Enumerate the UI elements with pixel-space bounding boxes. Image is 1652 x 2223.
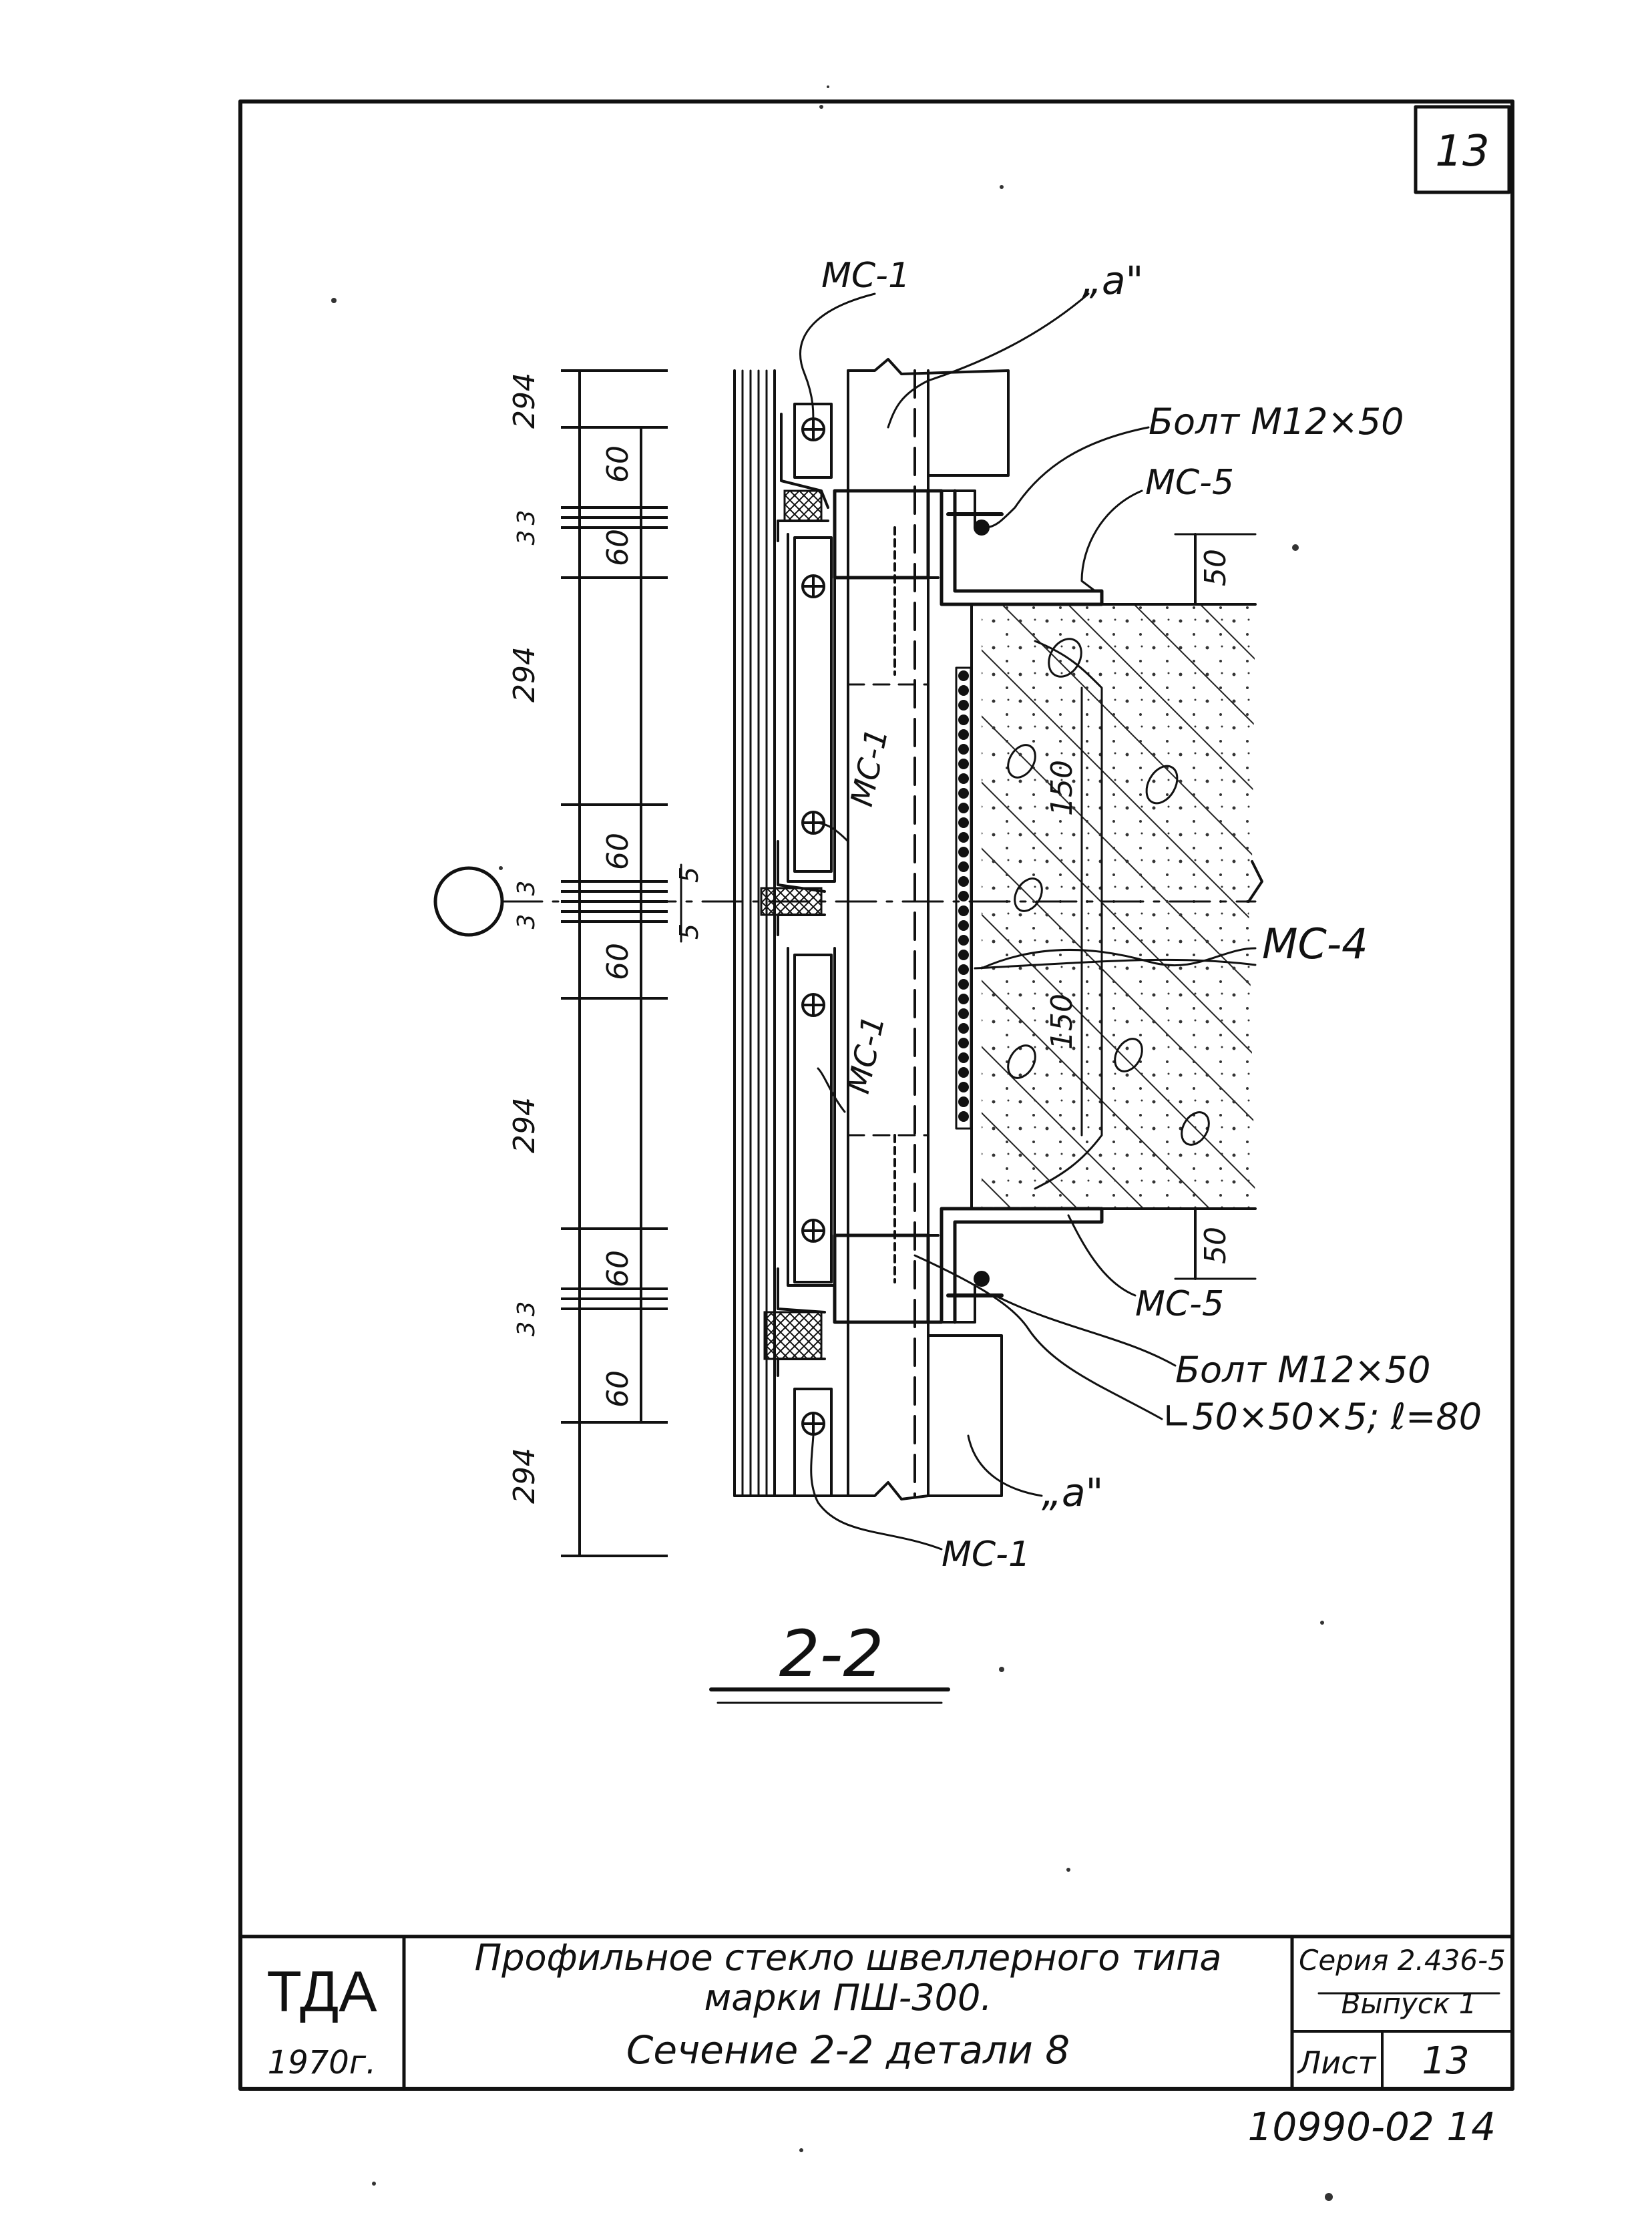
gasket-bead xyxy=(958,773,969,784)
dim-3-5: 3 xyxy=(513,1301,540,1317)
dim-294-1: 294 xyxy=(507,373,542,429)
gasket-bead xyxy=(958,788,969,799)
gasket-bead xyxy=(958,1008,969,1019)
gasket-bead xyxy=(958,817,969,828)
label-ms5-bottom: МС-5 xyxy=(1135,1284,1224,1324)
label-bolt-top: Болт М12×50 xyxy=(1149,401,1404,443)
top-profile-block xyxy=(847,358,1010,477)
title-block: ТДА 1970г. Профильное стекло швеллерного… xyxy=(238,1935,1514,2091)
label-a-bottom: „а" xyxy=(1042,1470,1103,1515)
channel-joints xyxy=(760,413,829,1377)
label-bolt-bottom: Болт М12×50 xyxy=(1175,1349,1430,1391)
dim-294-2: 294 xyxy=(507,646,542,702)
gasket-bead xyxy=(958,905,969,916)
dim-60-5: 60 xyxy=(601,1250,635,1287)
issue: Выпуск 1 xyxy=(1341,1987,1477,2020)
gasket-bead xyxy=(958,950,969,960)
sheet-label: Лист xyxy=(1297,2045,1377,2081)
gasket-bead xyxy=(958,759,969,769)
gasket-bead xyxy=(958,935,969,946)
dim-294-4: 294 xyxy=(507,1448,542,1504)
dim-3-4: 3 xyxy=(513,914,540,930)
gasket-bead xyxy=(958,920,969,931)
gasket-bead xyxy=(958,832,969,843)
dim-3-3: 3 xyxy=(513,881,540,896)
right-dimensions xyxy=(1080,533,1257,1280)
section-title-group: 2-2 xyxy=(709,1617,950,1704)
gasket-bead xyxy=(958,715,969,725)
gasket-bead xyxy=(958,670,969,681)
mc1-plates xyxy=(793,403,833,1497)
gasket-bead xyxy=(958,861,969,872)
drawing-frame xyxy=(238,99,1514,2091)
leader-lines xyxy=(799,292,1257,1551)
dim-60-6: 60 xyxy=(601,1370,635,1408)
label-ms1-upper-mid: МС-1 xyxy=(843,725,895,809)
dim-3-1: 3 xyxy=(513,510,540,526)
gasket-bead xyxy=(958,744,969,755)
gasket-bead xyxy=(958,1023,969,1034)
dim-3-2: 3 xyxy=(513,530,540,546)
scan-specks xyxy=(331,85,1333,2201)
gasket-bead xyxy=(958,994,969,1004)
title-line-3: Сечение 2-2 детали 8 xyxy=(626,2027,1070,2073)
gasket-bead xyxy=(958,979,969,990)
gasket-bead xyxy=(958,729,969,740)
gasket-bead xyxy=(958,891,969,901)
gasket-bead xyxy=(958,685,969,696)
label-a-top: „а" xyxy=(1082,258,1143,303)
left-dimension-chain xyxy=(561,369,682,1557)
gasket-bead xyxy=(958,1052,969,1063)
bolt-blocks xyxy=(833,489,1004,1324)
dim-50-bottom: 50 xyxy=(1199,1227,1233,1264)
dim-60-3: 60 xyxy=(601,833,635,870)
axis-marker xyxy=(433,866,1257,937)
series: Серия 2.436-5 xyxy=(1299,1944,1506,1977)
corner-sheet-number-box: 13 xyxy=(1414,105,1511,194)
year: 1970г. xyxy=(268,2044,377,2081)
gasket-bead xyxy=(958,803,969,813)
gasket-bead xyxy=(958,1111,969,1122)
section-title: 2-2 xyxy=(779,1617,884,1691)
mc1-channel-profiles xyxy=(787,526,930,1287)
label-ms5-top: МС-5 xyxy=(1145,463,1234,503)
gasket-bead xyxy=(958,876,969,887)
gasket-bead xyxy=(958,1067,969,1078)
gasket-bead xyxy=(958,1082,969,1092)
gasket-bead xyxy=(958,1038,969,1048)
dim-3-6: 3 xyxy=(513,1322,540,1337)
dim-60-4: 60 xyxy=(601,943,635,980)
concrete-wall xyxy=(970,603,1263,1210)
dim-5-bottom: 5 xyxy=(674,924,704,940)
mc4-gasket xyxy=(955,666,972,1130)
callout-labels: МС-1 „а" Болт М12×50 МС-5 МС-1 МС-1 МС-4… xyxy=(821,256,1482,1575)
gasket-bead xyxy=(958,964,969,975)
gasket-bead xyxy=(958,1096,969,1107)
gasket-bead xyxy=(958,700,969,711)
label-ms4: МС-4 xyxy=(1262,920,1368,968)
dimension-texts: 294 60 3 3 60 294 60 3 3 60 294 60 3 3 6… xyxy=(507,373,1233,1504)
dim-60-2: 60 xyxy=(601,529,635,566)
dim-150-bottom: 150 xyxy=(1045,994,1079,1050)
archive-code: 10990-02 14 xyxy=(1248,2104,1496,2150)
dim-150-top: 150 xyxy=(1045,760,1079,816)
dim-60-1: 60 xyxy=(601,445,635,483)
org-name: ТДА xyxy=(266,1960,377,2024)
gasket-bead xyxy=(958,847,969,857)
label-ms1-top: МС-1 xyxy=(821,256,910,296)
dim-294-3: 294 xyxy=(507,1097,542,1153)
title-line-1: Профильное стекло швеллерного типа xyxy=(475,1937,1222,1979)
sheet-number: 13 xyxy=(1422,2039,1469,2083)
label-angle: ∟50×50×5; ℓ=80 xyxy=(1162,1396,1482,1438)
corner-sheet-number: 13 xyxy=(1435,127,1489,176)
label-ms1-bottom: МС-1 xyxy=(942,1535,1030,1575)
dim-50-top: 50 xyxy=(1199,549,1233,586)
title-line-2: марки ПШ-300. xyxy=(704,1977,992,2019)
bottom-profile-block xyxy=(847,1334,1003,1500)
dim-5-top: 5 xyxy=(674,867,704,883)
